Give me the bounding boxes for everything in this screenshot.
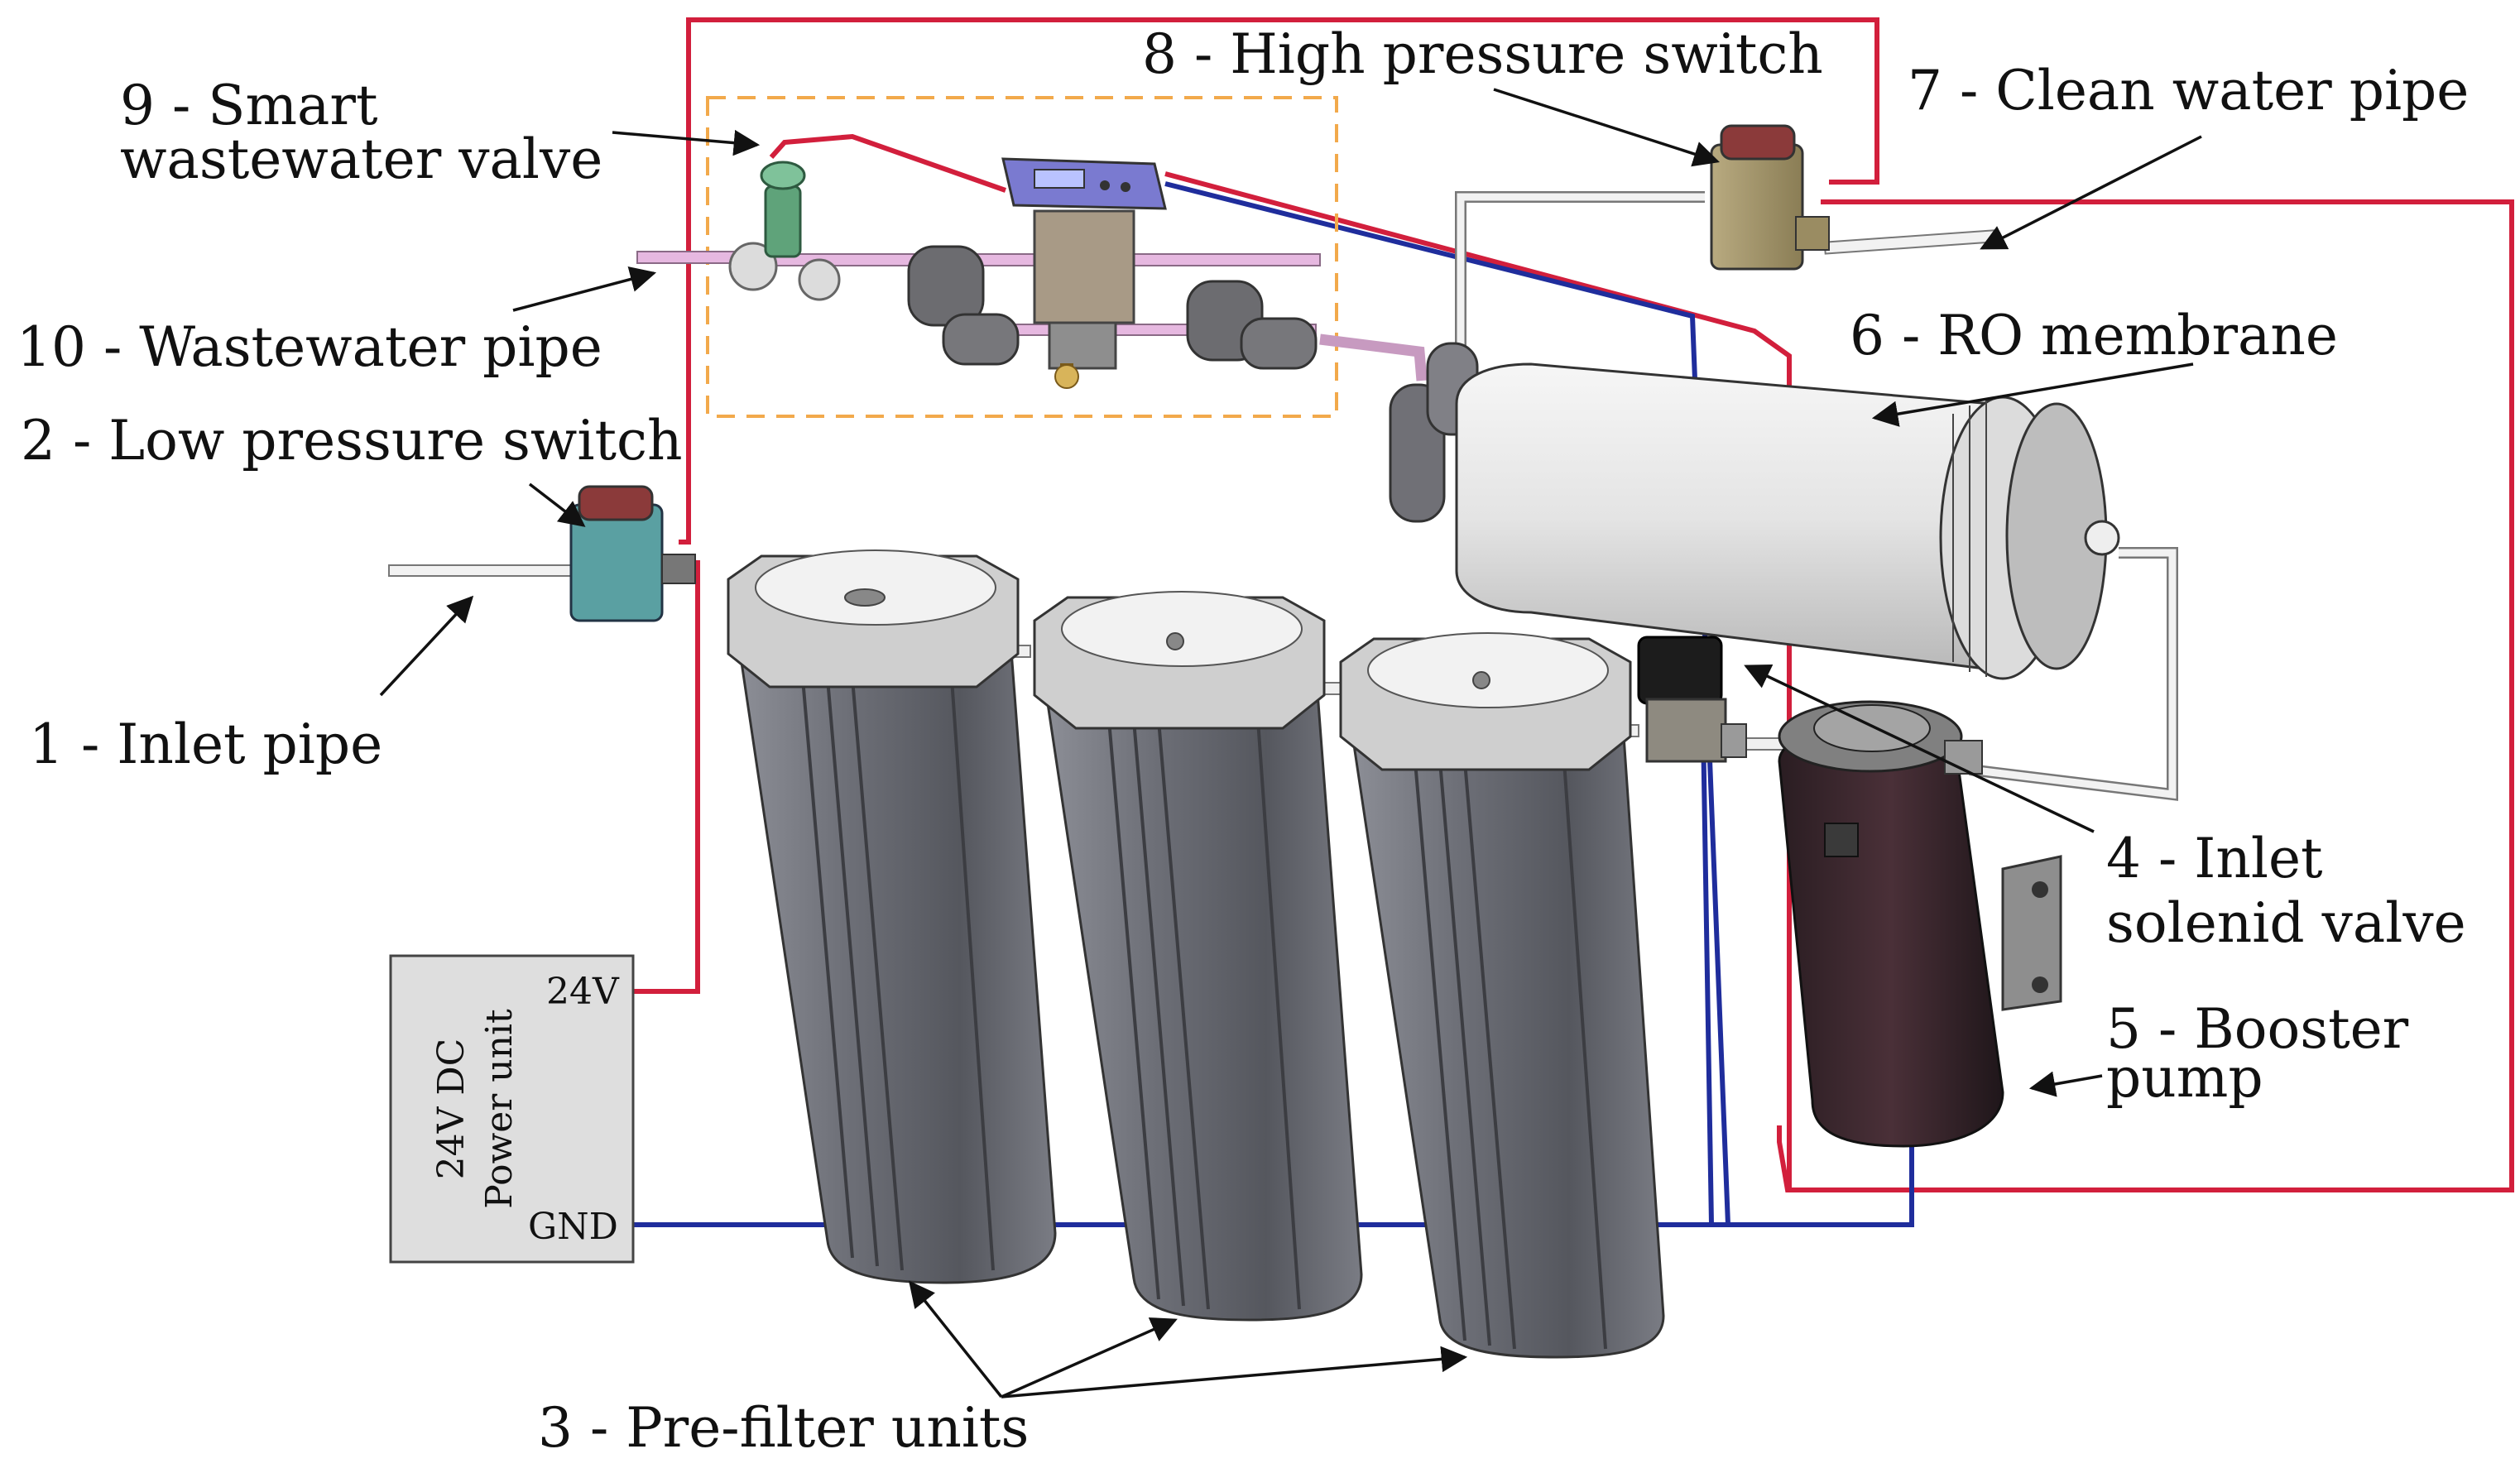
smart-wastewater-valve — [728, 157, 1321, 389]
label-high-pressure-switch: 8 - High pressure switch — [1142, 22, 1823, 86]
label-inlet-valve-line1: 4 - Inlet — [2106, 827, 2323, 890]
label-wastewater-valve-line1: 9 - Smart — [120, 74, 377, 137]
label-low-pressure-switch: 2 - Low pressure switch — [21, 409, 682, 473]
wire-24v-to-low-pressure-switch — [629, 560, 700, 994]
power-unit: 24V DC Power unit 24V GND — [389, 954, 635, 1264]
label-wastewater-pipe: 10 - Wastewater pipe — [17, 315, 602, 379]
ground-wiring — [629, 181, 1914, 1227]
power-unit-box — [389, 954, 635, 1264]
pre-filter-3 — [1339, 632, 1665, 1359]
clean-water-pipe — [1455, 191, 1705, 348]
leader-arrows — [379, 88, 2202, 1399]
inlet-solenoid-valve — [1637, 636, 1747, 763]
power-unit-title-line1: 24V DC — [430, 1039, 473, 1180]
wire-low-switch-to-high-switch — [679, 17, 1879, 545]
power-unit-title-line2: Power unit — [478, 1009, 521, 1209]
label-inlet-valve-line2: solenid valve — [2106, 891, 2466, 955]
label-wastewater-valve-line2: wastewater valve — [120, 127, 602, 191]
ro-membrane — [1389, 342, 2120, 680]
label-ro-membrane: 6 - RO membrane — [1850, 304, 2338, 367]
wire-high-switch-to-pump — [1777, 199, 2514, 1192]
pre-filter-units — [727, 549, 1665, 1359]
wire-controller-gnd — [1164, 181, 1730, 1226]
low-pressure-switch — [569, 485, 696, 622]
wire-gnd-bus — [629, 1142, 1914, 1227]
label-inlet-pipe: 1 - Inlet pipe — [29, 713, 382, 776]
label-clean-water-pipe: 7 - Clean water pipe — [1908, 59, 2469, 122]
clean-water-outlet — [1823, 229, 1996, 255]
wire-solenoid-gnd — [1701, 727, 1714, 1226]
booster-pump — [1778, 700, 2062, 1148]
wastewater-pipe — [636, 251, 746, 264]
label-booster-pump-line2: pump — [2106, 1046, 2263, 1110]
callout-labels: 1 - Inlet pipe 2 - Low pressure switch 3… — [17, 22, 2469, 1460]
pre-filter-2 — [1033, 591, 1363, 1322]
inlet-pipe — [388, 564, 588, 577]
label-pre-filter-units: 3 - Pre-filter units — [538, 1396, 1029, 1460]
wastewater-drain-pipe — [1319, 333, 1428, 381]
terminal-24v: 24V — [546, 971, 620, 1013]
wire-smart-valve-signal — [769, 133, 1006, 193]
label-booster-pump-line1: 5 - Booster — [2106, 997, 2409, 1061]
terminal-gnd: GND — [528, 1206, 618, 1248]
pre-filter-1 — [727, 549, 1057, 1284]
high-pressure-switch — [1710, 124, 1830, 271]
